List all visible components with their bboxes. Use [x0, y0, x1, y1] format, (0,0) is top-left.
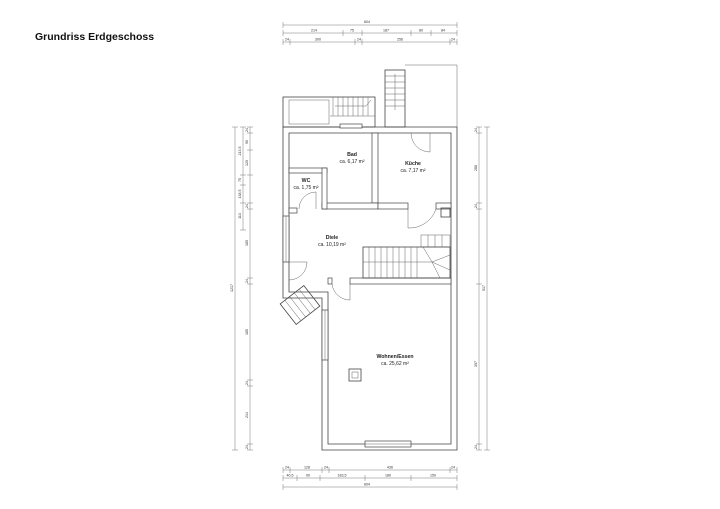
dim-right-inner: 397: [474, 361, 478, 367]
dim-left-mid: 113: [238, 213, 242, 219]
room-bad: Bad ca. 6,17 m²: [339, 152, 364, 165]
room-name: Küche: [405, 161, 421, 167]
dim-top-inner: 24: [451, 38, 455, 42]
dim-right-total: 517: [482, 285, 486, 291]
dim-left-mid: 138,5: [238, 190, 242, 199]
dim-bottom-inner: 436: [387, 466, 393, 470]
dimension-left: 1217 213,5 75 138,5 113 24 90 120 24 185…: [230, 126, 253, 451]
dim-left-mid: 75: [238, 178, 242, 182]
room-area: ca. 10,19 m²: [318, 242, 346, 248]
room-area: ca. 7,17 m²: [400, 168, 425, 174]
building-walls: [282, 123, 458, 451]
dim-left-inner: 185: [245, 329, 249, 335]
room-diele: Diele ca. 10,19 m²: [318, 235, 346, 248]
dim-left-inner: 24: [245, 128, 249, 132]
interior-stair: [362, 234, 451, 279]
dimension-top: 604 214 75 187 80 84 24 300 24 256 24: [282, 20, 458, 45]
dim-left-inner: 185: [245, 240, 249, 246]
dim-left-mid: 213,5: [238, 147, 242, 156]
doors: [288, 132, 437, 301]
dim-left-total: 1217: [230, 284, 234, 292]
dim-bottom-inner: 24: [285, 466, 289, 470]
dim-right-inner: 288: [474, 165, 478, 171]
dim-right-inner: 24: [474, 204, 478, 208]
dim-left-inner: 24: [245, 204, 249, 208]
dim-top-mid: 214: [311, 29, 317, 33]
dim-top-inner: 300: [315, 38, 321, 42]
room-name: WC: [302, 178, 311, 184]
dim-bottom-mid: 183,5: [338, 474, 347, 478]
dim-bottom-mid: 180: [385, 474, 391, 478]
dim-top-mid: 75: [350, 29, 354, 33]
dim-top-mid: 80: [419, 29, 423, 33]
dim-bottom-inner: 24: [451, 466, 455, 470]
room-wc: WC ca. 1,75 m²: [293, 178, 318, 191]
dim-left-inner: 120: [245, 160, 249, 166]
room-area: ca. 6,17 m²: [339, 159, 364, 165]
dim-left-inner: 90: [245, 140, 249, 144]
dim-left-inner: 214: [245, 412, 249, 418]
room-name: Wohnen/Essen: [376, 354, 413, 360]
dim-bottom-total: 604: [364, 483, 370, 487]
dim-top-inner: 256: [397, 38, 403, 42]
room-area: ca. 1,75 m²: [293, 185, 318, 191]
dim-right-inner: 24: [474, 445, 478, 449]
room-name: Bad: [347, 152, 357, 158]
dim-bottom-mid: 150: [430, 474, 436, 478]
dim-top-inner: 24: [285, 38, 289, 42]
dim-bottom-inner: 128: [304, 466, 310, 470]
dimension-right: 24 288 24 397 24 517: [474, 126, 490, 451]
dim-bottom-inner: 24: [324, 466, 328, 470]
room-kueche: Küche ca. 7,17 m²: [400, 161, 425, 174]
page-title: Grundriss Erdgeschoss: [35, 31, 154, 43]
dim-left-inner: 24: [245, 445, 249, 449]
room-area: ca. 25,62 m²: [381, 361, 409, 367]
dim-bottom-mid: 90: [306, 474, 310, 478]
room-wohnen-essen: Wohnen/Essen ca. 25,62 m²: [376, 354, 413, 367]
dim-right-inner: 24: [474, 128, 478, 132]
dim-left-inner: 24: [245, 279, 249, 283]
dim-left-inner: 24: [245, 381, 249, 385]
dim-top-mid: 84: [441, 29, 445, 33]
room-name: Diele: [326, 235, 339, 241]
dim-top-total: 604: [364, 20, 370, 24]
dim-top-mid: 187: [383, 29, 389, 33]
dimension-bottom: 24 128 24 436 24 40,5 90 183,5 180 150 6…: [282, 466, 458, 490]
dim-top-inner: 24: [357, 38, 361, 42]
dim-bottom-mid: 40,5: [287, 474, 294, 478]
